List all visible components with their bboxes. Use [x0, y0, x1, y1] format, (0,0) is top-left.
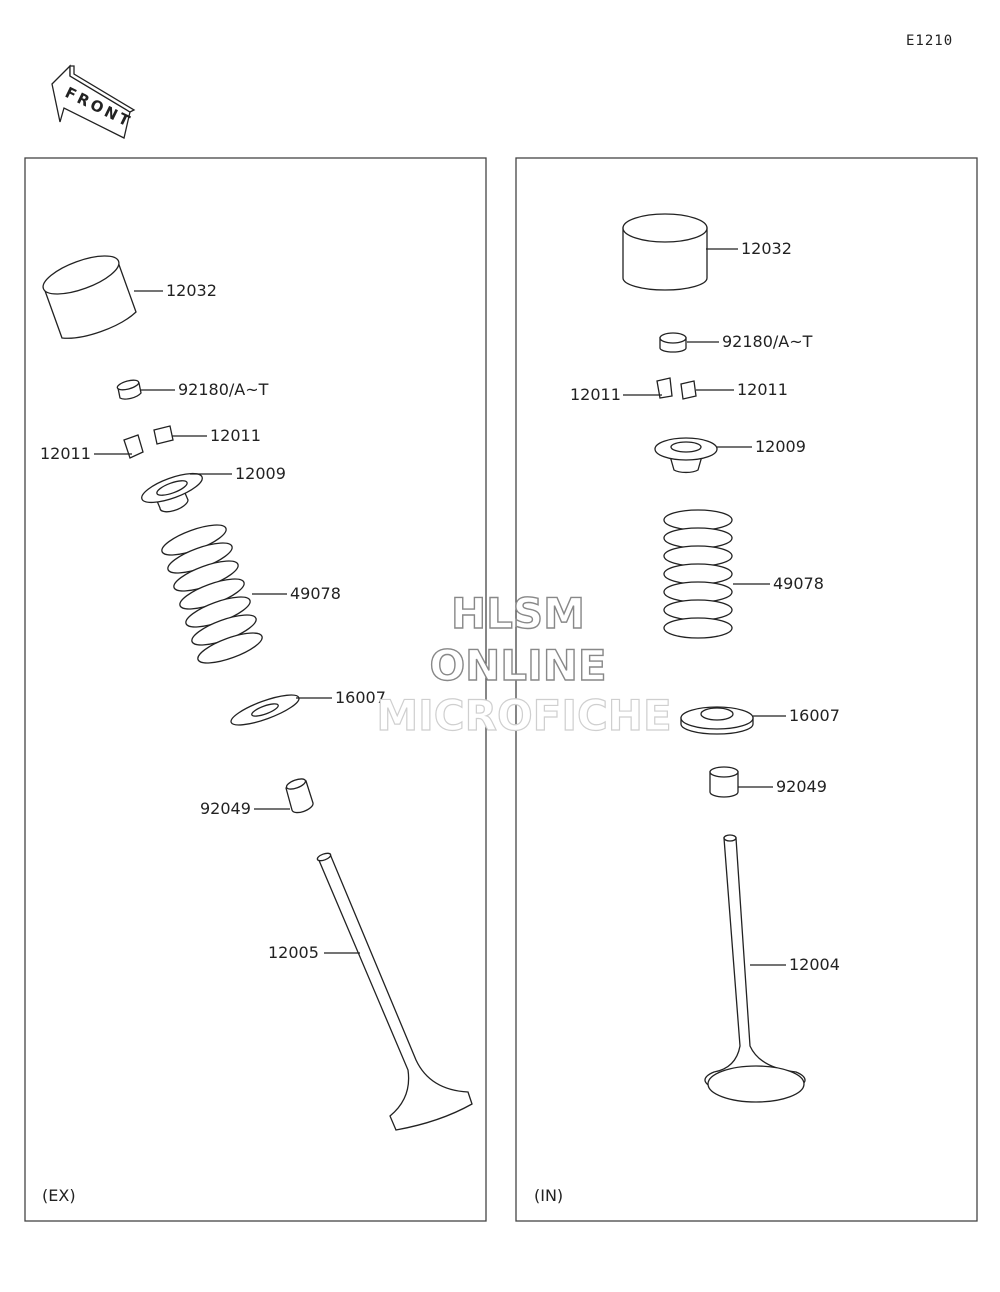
ex-valve — [316, 852, 473, 1131]
in-spring-seat-label: 16007 — [789, 706, 840, 725]
watermark-line1: HLSM — [451, 589, 585, 638]
in-retainer-label: 12009 — [755, 437, 806, 456]
ex-shim-label: 92180/A~T — [178, 380, 269, 399]
in-cotter-right — [680, 380, 697, 400]
diagram-code: E1210 — [906, 33, 953, 49]
ex-tappet — [42, 255, 137, 339]
ex-caption: (EX) — [42, 1186, 76, 1205]
ex-shim — [116, 379, 142, 400]
ex-spring-label: 49078 — [290, 584, 341, 603]
ex-tappet-label: 12032 — [166, 281, 217, 300]
in-shim-label: 92180/A~T — [722, 332, 813, 351]
ex-panel — [24, 157, 487, 1222]
ex-cotter-left-label: 12011 — [40, 444, 91, 463]
ex-cotter-right-label: 12011 — [210, 426, 261, 445]
in-valve — [704, 834, 806, 1103]
ex-cotter-right — [153, 425, 174, 445]
in-tappet-label: 12032 — [741, 239, 792, 258]
in-valve-label: 12004 — [789, 955, 840, 974]
ex-retainer — [141, 472, 203, 513]
in-stem-seal — [709, 766, 739, 798]
ex-valve-label: 12005 — [268, 943, 319, 962]
in-cotter-left-label: 12011 — [570, 385, 621, 404]
watermark-line3: MICROFICHE — [376, 691, 671, 740]
in-panel — [515, 157, 978, 1222]
ex-spring — [161, 524, 263, 664]
in-retainer — [654, 437, 718, 474]
ex-spring-seat — [230, 694, 300, 726]
in-caption: (IN) — [534, 1186, 563, 1205]
ex-spring-seat-label: 16007 — [335, 688, 386, 707]
ex-stem-seal-label: 92049 — [200, 799, 251, 818]
in-shim — [659, 332, 687, 353]
ex-retainer-label: 12009 — [235, 464, 286, 483]
in-spring — [663, 509, 733, 639]
watermark: HLSM ONLINE MICROFICHE — [376, 588, 672, 740]
in-stem-seal-label: 92049 — [776, 777, 827, 796]
in-spring-seat — [680, 706, 754, 735]
in-tappet — [622, 213, 708, 291]
in-cotter-right-label: 12011 — [737, 380, 788, 399]
in-cotter-left — [656, 377, 673, 399]
in-spring-label: 49078 — [773, 574, 824, 593]
watermark-line2: ONLINE — [429, 641, 606, 690]
ex-cotter-left — [123, 434, 144, 459]
front-arrow-icon: FRONT — [51, 64, 136, 139]
ex-stem-seal — [285, 778, 314, 814]
